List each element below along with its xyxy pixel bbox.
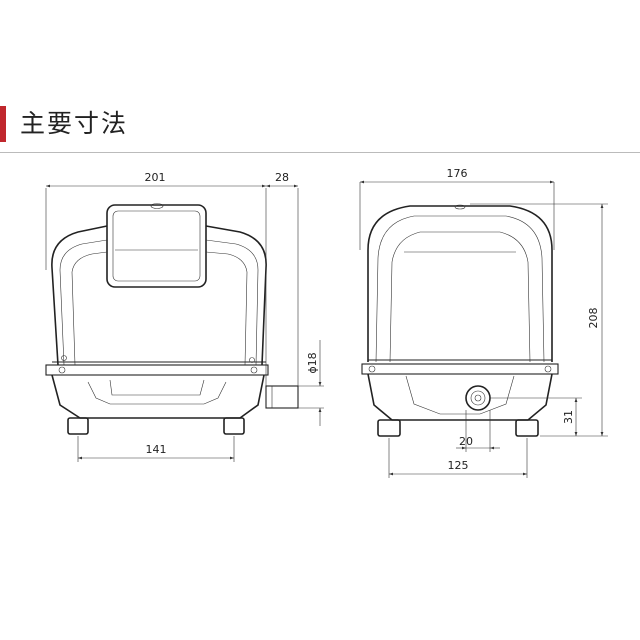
- side-height-dimension: 208: [470, 203, 608, 437]
- front-width-dimension: 201: [45, 171, 267, 386]
- front-handle: [106, 203, 207, 288]
- front-view: 201 28 ϕ18 141: [45, 171, 324, 462]
- side-height-label: 208: [587, 308, 600, 329]
- accent-bar: [0, 106, 6, 142]
- side-width-label: 176: [447, 167, 468, 180]
- side-width-dimension: 176: [359, 167, 555, 250]
- side-view: 176 208 31 20 125: [359, 167, 608, 478]
- section-header: 主要寸法: [0, 104, 640, 148]
- front-depth-label: 28: [275, 171, 289, 184]
- side-outlet-height-dimension: 31: [490, 397, 582, 436]
- front-nozzle-label: ϕ18: [306, 352, 319, 373]
- side-outlet-height-label: 31: [562, 410, 575, 424]
- side-outlet-label: 20: [459, 435, 473, 448]
- side-body: [361, 204, 559, 421]
- front-foot-label: 141: [146, 443, 167, 456]
- front-width-label: 201: [145, 171, 166, 184]
- front-foot-dimension: 141: [77, 436, 235, 462]
- front-depth-dimension: 28: [266, 171, 299, 386]
- front-nozzle: [265, 385, 299, 409]
- side-outlet: [465, 385, 491, 411]
- side-outlet-dimension: 20: [456, 410, 500, 452]
- side-foot-label: 125: [448, 459, 469, 472]
- side-feet: [377, 419, 539, 437]
- front-nozzle-dimension: ϕ18: [298, 340, 324, 426]
- section-title: 主要寸法: [20, 109, 129, 138]
- front-body: [45, 225, 269, 419]
- header-divider: [0, 152, 640, 153]
- side-foot-dimension: 125: [388, 438, 528, 478]
- front-feet: [67, 417, 245, 435]
